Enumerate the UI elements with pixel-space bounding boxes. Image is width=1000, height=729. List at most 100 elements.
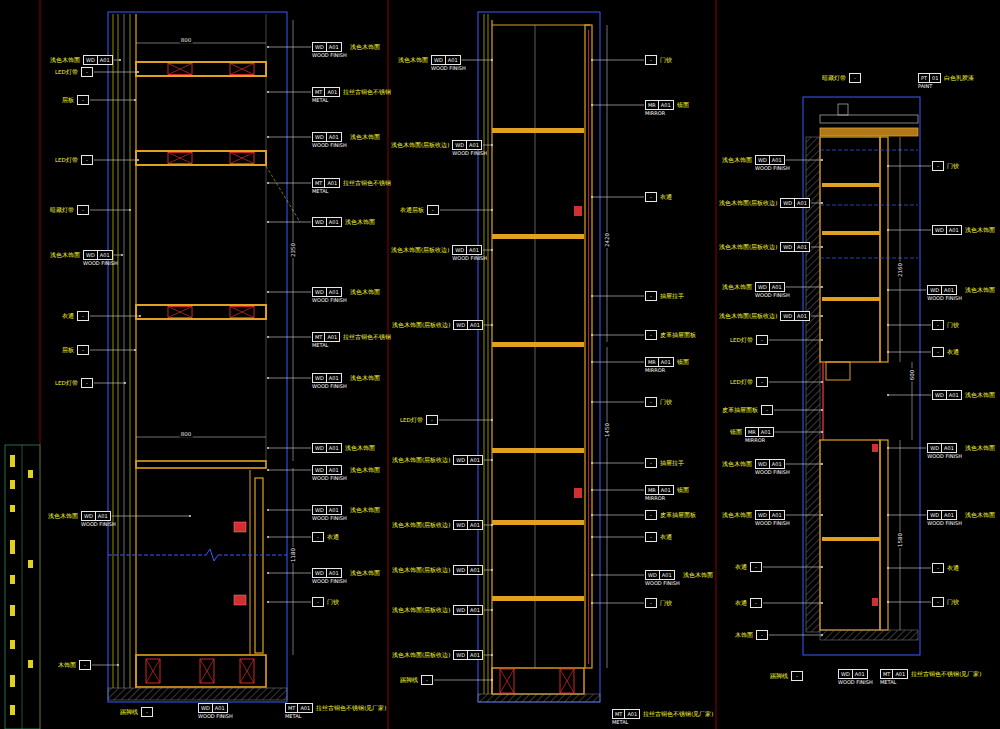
callout-label: 浅色木饰面: [722, 282, 752, 292]
callout-tag: WDA01: [932, 390, 962, 400]
callout-tag: WDA01: [453, 455, 483, 465]
tag-box: WDA01: [927, 443, 957, 453]
material-callout: -皮革抽屉面板: [645, 510, 696, 520]
finish-name: METAL: [312, 97, 328, 103]
handle: [574, 206, 582, 216]
finish-name: WOOD FINISH: [431, 65, 466, 71]
callout-tag: WDA01WOOD FINISH: [452, 140, 487, 156]
callout-label: 浅色木饰面: [722, 459, 752, 469]
tag-code: WD: [313, 569, 326, 577]
tag-code: A01: [326, 43, 341, 51]
tag-code: A01: [467, 456, 482, 464]
tag-box: -: [645, 330, 657, 340]
callout-tag: MRA01MIRROR: [745, 427, 774, 443]
leader-dot: [591, 196, 593, 198]
tag-code: A01: [95, 512, 110, 520]
wall-line: [118, 14, 119, 688]
tag-box: -: [141, 707, 153, 717]
door-leaf: [585, 25, 592, 668]
callout-label: 衣通: [735, 598, 747, 608]
tag-code: -: [82, 68, 92, 76]
leader-dot: [267, 221, 269, 223]
tag-code: -: [78, 312, 88, 320]
callout-label: LED灯带: [55, 67, 78, 77]
hinge: [234, 522, 246, 532]
tag-code: WD: [756, 511, 769, 519]
right-section: [803, 97, 920, 655]
finish-name: MIRROR: [645, 367, 665, 373]
callout-tag: WDA01WOOD FINISH: [83, 250, 118, 266]
tag-code: WD: [781, 199, 794, 207]
finish-name: WOOD FINISH: [81, 521, 116, 527]
finish-name: WOOD FINISH: [755, 469, 790, 475]
plinth-core: [146, 659, 160, 683]
leader-dot: [591, 574, 593, 576]
door-line: [250, 470, 251, 655]
leader-dot: [117, 664, 119, 666]
dimension-text: 600: [909, 369, 916, 382]
tag-box: WDA01: [312, 568, 342, 578]
callout-label: 暗藏灯带: [822, 73, 846, 83]
leader-line: [888, 395, 931, 396]
leader-dot: [267, 136, 269, 138]
finish-name: MIRROR: [745, 437, 765, 443]
tag-code: WD: [84, 251, 97, 259]
leader-line: [114, 60, 120, 61]
material-callout: 衣通层板-: [400, 205, 439, 215]
finish-name: WOOD FINISH: [198, 713, 233, 719]
material-callout: 浅色木饰面(层板收边)WDA01: [392, 565, 483, 575]
tag-box: WDA01: [838, 669, 868, 679]
tag-code: A01: [769, 156, 784, 164]
tag-code: A01: [324, 88, 339, 96]
callout-label: 暗藏灯带: [50, 205, 74, 215]
tag-code: A01: [326, 569, 341, 577]
tag-code: A01: [769, 460, 784, 468]
tag-code: MR: [746, 428, 758, 436]
hinge: [234, 595, 246, 605]
material-callout: WDA01WOOD FINISH浅色木饰面: [312, 465, 380, 481]
callout-tag: -: [77, 205, 89, 215]
tag-box: WDA01: [452, 140, 482, 150]
tag-code: A01: [769, 283, 784, 291]
callout-label: 皮革抽屉面板: [660, 330, 696, 340]
tag-box: WDA01: [312, 505, 342, 515]
tag-code: WD: [313, 43, 326, 51]
material-callout: WDA01浅色木饰面: [312, 217, 375, 227]
leader-line: [94, 160, 138, 161]
material-callout: 层板-: [62, 95, 89, 105]
leader-dot: [887, 351, 889, 353]
material-callout: MTA01METAL拉丝古铜色不锈钢: [312, 87, 391, 103]
panel-frame: [803, 97, 920, 655]
callout-tag: WDA01: [932, 225, 962, 235]
wall-hatch: [806, 137, 820, 632]
leader-dot: [887, 447, 889, 449]
callout-tag: MTA01METAL: [312, 178, 340, 194]
material-callout: WDA01浅色木饰面: [312, 443, 375, 453]
material-callout: 暗藏灯带-: [822, 73, 861, 83]
material-callout: -抽屉拉手: [645, 458, 684, 468]
table-rule: [22, 445, 23, 729]
leader-dot: [887, 567, 889, 569]
plinth: [136, 655, 266, 687]
finish-name: WOOD FINISH: [645, 580, 680, 586]
table-mark: [10, 480, 15, 489]
leader-line: [592, 402, 644, 403]
material-callout: 浅色木饰面WDA01WOOD FINISH: [722, 459, 790, 475]
leader-line: [786, 287, 822, 288]
tag-box: WDA01: [312, 132, 342, 142]
leader-line: [434, 680, 492, 681]
material-callout: -皮革抽屉面板: [645, 330, 696, 340]
leader-dot: [591, 602, 593, 604]
callout-label: 浅色木饰面(层板收边): [392, 320, 450, 330]
material-callout: -衣通: [932, 563, 959, 573]
material-callout: WDA01WOOD FINISH: [198, 703, 233, 719]
material-callout: MTA01METAL拉丝古铜色不锈钢: [312, 178, 391, 194]
callout-tag: -: [756, 335, 768, 345]
tag-code: -: [792, 672, 802, 680]
leader-line: [592, 603, 644, 604]
tag-code: WD: [313, 466, 326, 474]
tag-code: WD: [199, 704, 212, 712]
callout-label: 衣通: [947, 347, 959, 357]
leader-line: [811, 316, 822, 317]
